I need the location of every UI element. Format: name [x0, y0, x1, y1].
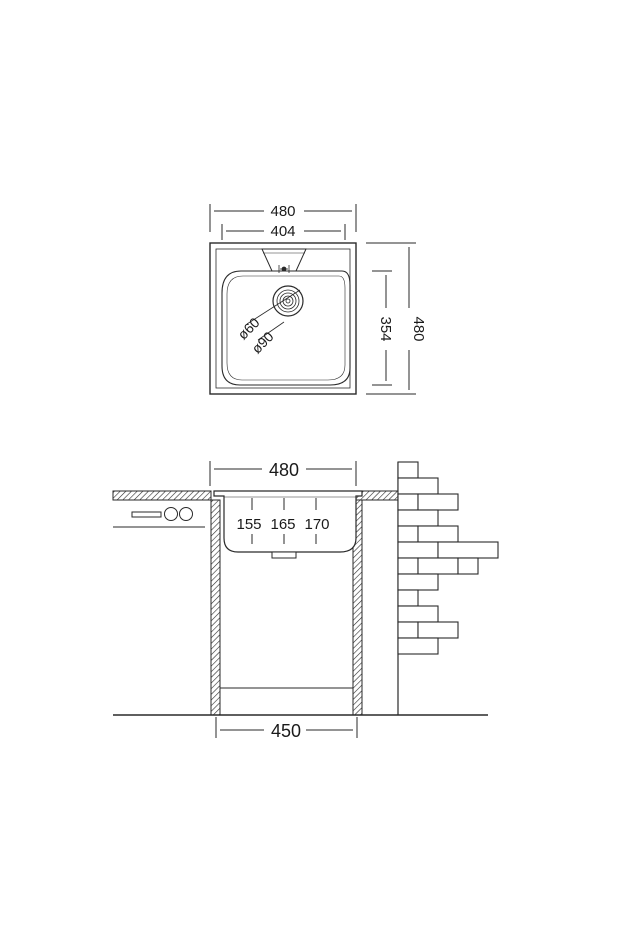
- sink-outer-edge: [209, 242, 357, 395]
- dim-line-side-width-bottom: [215, 717, 358, 738]
- depth-ticks: [251, 498, 317, 544]
- dim-side-width-bottom: 450: [271, 721, 301, 741]
- dim-line-top-depth-outer: [366, 242, 416, 395]
- knob-left-icon: [164, 507, 178, 521]
- control-slot: [131, 511, 162, 518]
- dim-line-top-depth-inner: [372, 270, 392, 386]
- top-view: [209, 242, 357, 395]
- sink-bowl: [221, 270, 351, 386]
- sink-bowl-inner: [226, 275, 346, 381]
- cabinet-panel-right: [352, 499, 363, 716]
- depth-label-middle: 165: [270, 516, 295, 533]
- adjacent-cabinet: [113, 507, 205, 528]
- dim-top-width-inner: 404: [270, 223, 295, 240]
- dim-line-side-width-top: [209, 461, 357, 486]
- dim-top-depth-outer: 480: [410, 316, 427, 341]
- brick-wall: [397, 461, 499, 655]
- knob-right-icon: [179, 507, 193, 521]
- dim-line-top-width-outer: [209, 204, 357, 232]
- overflow-tab: [261, 248, 307, 272]
- countertop-left: [112, 490, 212, 501]
- overflow-holes: [278, 265, 290, 273]
- dim-side-width-top: 480: [269, 460, 299, 480]
- depth-label-left: 155: [236, 516, 261, 533]
- sink-section: [213, 490, 363, 559]
- depth-label-right: 170: [304, 516, 329, 533]
- cabinet-panel-left: [210, 499, 221, 716]
- drain: [272, 285, 304, 317]
- dim-top-depth-inner: 354: [377, 316, 394, 341]
- dim-line-top-width-inner: [221, 224, 346, 240]
- drain-body: [271, 551, 297, 559]
- dim-top-width-outer: 480: [270, 203, 295, 220]
